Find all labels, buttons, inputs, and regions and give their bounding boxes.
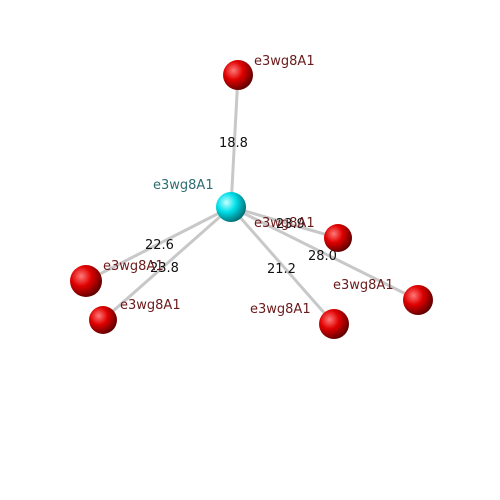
- bond-line-4: [229, 206, 336, 325]
- neighbor-atom-3: [403, 285, 433, 315]
- neighbor-label-6: e3wg8A1: [120, 298, 181, 313]
- bond-line-2: [230, 205, 339, 240]
- distance-label-2: 23.9: [276, 217, 305, 232]
- center-atom-label: e3wg8A1: [153, 178, 214, 193]
- distance-label-5: 22.6: [145, 238, 174, 253]
- atoms: [70, 60, 433, 339]
- bonds: [85, 74, 419, 325]
- bond-line-5: [85, 205, 232, 283]
- atom-labels: e3wg8A1 e3wg8A1 e3wg8A1 e3wg8A1 e3wg8A1 …: [103, 54, 394, 317]
- distance-label-1: 18.8: [219, 136, 248, 151]
- neighbor-label-5: e3wg8A1: [103, 259, 164, 274]
- neighbor-label-3: e3wg8A1: [333, 278, 394, 293]
- neighbor-atom-1: [223, 60, 253, 90]
- distance-labels: 18.8 23.9 28.0 21.2 22.6 23.8: [145, 136, 337, 277]
- bond-line-6: [102, 205, 232, 322]
- bond-line-3: [230, 205, 419, 302]
- neighbor-label-4: e3wg8A1: [250, 302, 311, 317]
- distance-label-6: 23.8: [150, 261, 179, 276]
- neighbor-atom-4: [319, 309, 349, 339]
- neighbor-atom-5: [70, 265, 102, 297]
- center-atom: [216, 192, 246, 222]
- distance-label-3: 28.0: [308, 249, 337, 264]
- neighbor-label-1: e3wg8A1: [254, 54, 315, 69]
- neighbor-atom-2: [324, 224, 352, 252]
- neighbor-label-2: e3wg8A1: [254, 216, 315, 231]
- bond-line-1: [229, 74, 240, 208]
- distance-label-4: 21.2: [267, 262, 296, 277]
- neighbor-atom-6: [89, 306, 117, 334]
